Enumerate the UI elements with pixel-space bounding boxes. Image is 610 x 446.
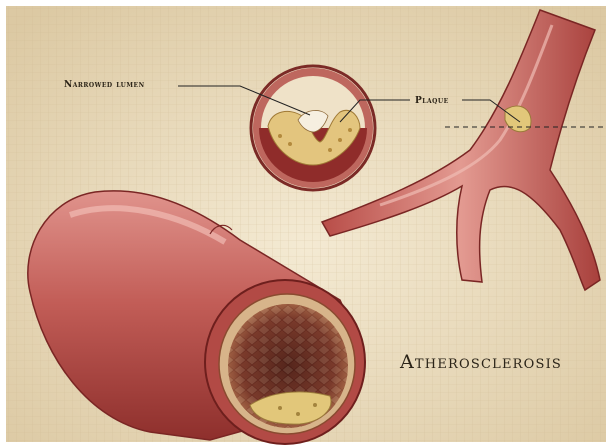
cross-section	[251, 66, 375, 190]
narrowed-lumen-label: Narrowed lumen	[64, 80, 145, 90]
plaque-label: Plaque	[415, 96, 449, 106]
diagram-title: Atherosclerosis	[400, 351, 562, 373]
